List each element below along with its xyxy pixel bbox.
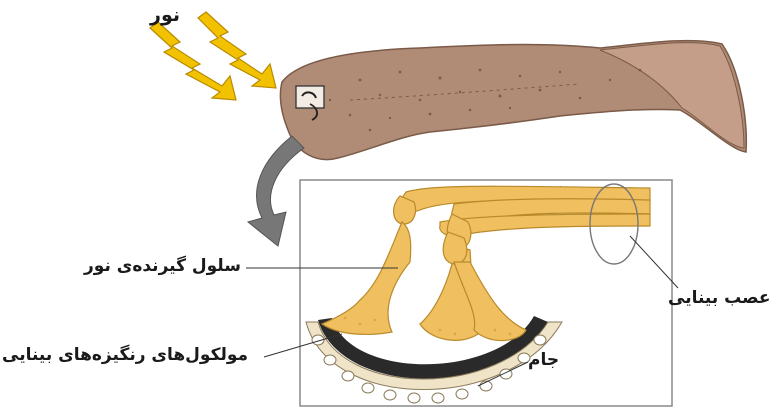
pigment-molecules-label: مولکول‌های رنگیزه‌های بینایی (2, 347, 248, 364)
flatworm (280, 41, 746, 160)
photoreceptor-cell-label: سلول گیرنده‌ی نور (84, 258, 241, 275)
cup-label: جام (528, 352, 559, 369)
light-label: نور (150, 6, 180, 25)
zoom-arrow-icon (248, 136, 304, 246)
optic-nerve-label: عصب بینایی (668, 290, 771, 307)
